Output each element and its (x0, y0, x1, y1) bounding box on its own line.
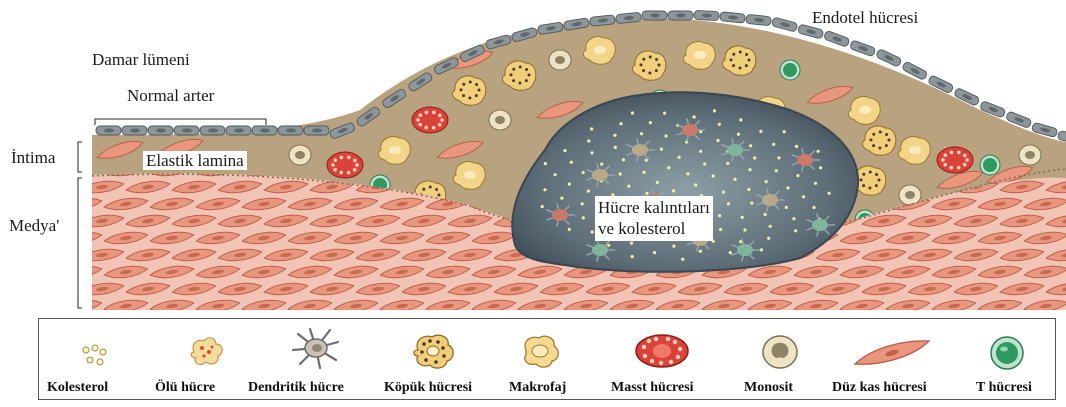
legend-label-foam-cell: Köpük hücresi (384, 381, 472, 395)
legend-label-t-cell: T hücresi (976, 381, 1032, 395)
legend-label-cholesterol: Kolesterol (47, 381, 108, 395)
dead-cell-icon (184, 332, 230, 372)
macrophage-icon (518, 330, 562, 372)
vessel-lumen-label: Damar lümeni (92, 51, 190, 68)
endothelial-cell-label: Endotel hücresi (812, 9, 918, 26)
legend-label-smooth-muscle-cell: Düz kas hücresi (832, 381, 927, 395)
mast-cell-icon (634, 332, 690, 370)
legend-label-macrophage: Makrofaj (509, 381, 566, 395)
legend-label-dendritic-cell: Dendritik hücre (248, 381, 344, 395)
legend-label-mast-cell: Masst hücresi (611, 381, 694, 395)
dendritic-cell-icon (290, 326, 342, 370)
monocyte-icon (760, 333, 800, 371)
cell-debris-line-2: ve kolesterol (598, 218, 710, 239)
elastic-lamina-label: Elastik lamina (143, 151, 247, 170)
cholesterol-icon (78, 340, 118, 370)
intima-label: İntima (11, 149, 55, 166)
t-cell-icon (988, 334, 1026, 372)
foam-cell-icon (410, 330, 458, 372)
cell-debris-line-1: Hücre kalıntıları (598, 197, 710, 218)
media-label: Medya' (9, 217, 59, 234)
legend-label-monocyte: Monosit (744, 381, 793, 395)
smooth-muscle-cell-icon (852, 338, 932, 368)
normal-artery-label: Normal arter (127, 87, 214, 104)
cell-debris-label: Hücre kalıntıları ve kolesterol (595, 196, 713, 241)
legend-label-dead-cell: Ölü hücre (155, 381, 215, 395)
